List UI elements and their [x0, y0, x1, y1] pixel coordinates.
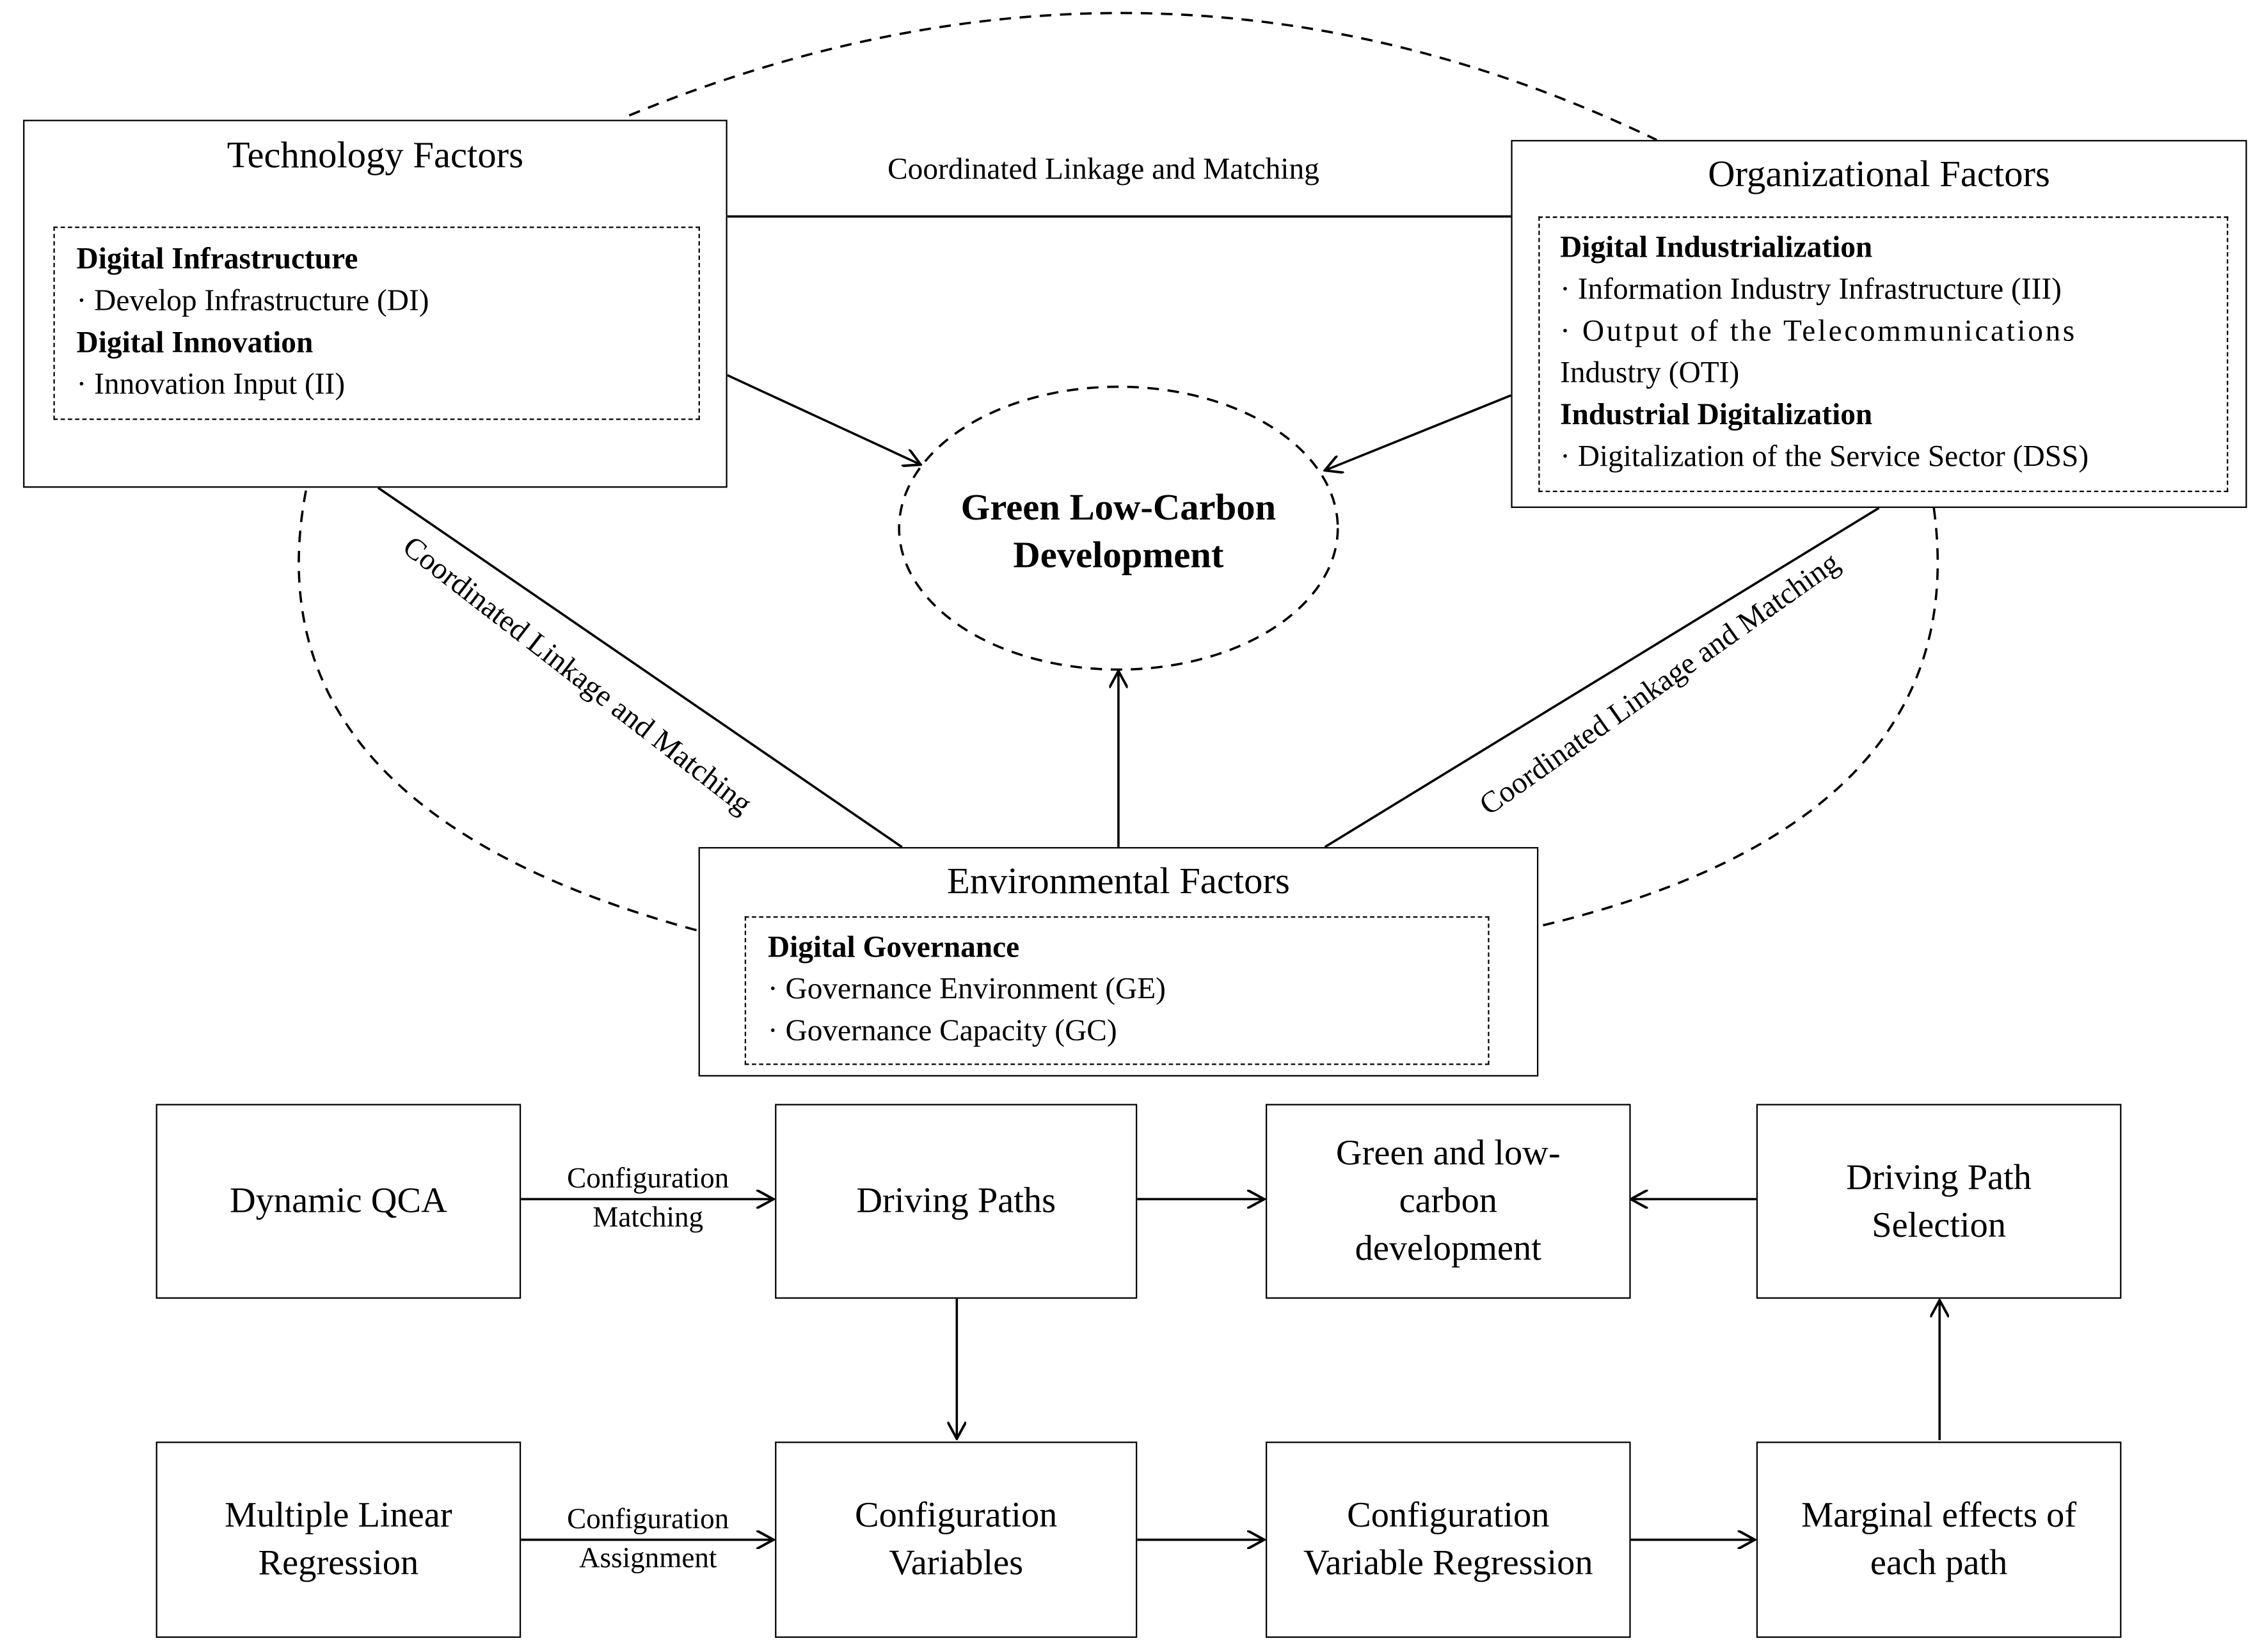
information-industry-infrastructure-item: · Information Industry Infrastructure (I… — [1560, 271, 2062, 306]
telecom-output-item: · Output of the Telecommunications — [1560, 313, 2077, 348]
driving-paths-label: Driving Paths — [856, 1182, 1056, 1221]
technology-factors-title: Technology Factors — [227, 134, 524, 177]
left-link-line — [377, 486, 903, 848]
configuration-assignment-label: Configuration Assignment — [522, 1501, 773, 1579]
environmental-factors-inner: Digital Governance · Governance Environm… — [744, 916, 1490, 1065]
digital-industrialization-title: Digital Industrialization — [1560, 229, 1873, 264]
driving-paths-box: Driving Paths — [775, 1104, 1138, 1299]
governance-capacity-item: · Governance Capacity (GC) — [767, 1013, 1117, 1048]
green-low-carbon-box: Green and low- carbon development — [1265, 1104, 1631, 1299]
innovation-input-item: · Innovation Input (II) — [76, 366, 346, 402]
multiple-linear-regression-line1: Multiple Linear — [225, 1496, 452, 1536]
green-development-ellipse — [898, 385, 1339, 671]
top-link-label: Coordinated Linkage and Matching — [887, 151, 1319, 186]
configuration-matching-line1: Configuration — [567, 1163, 729, 1195]
configuration-variable-regression-line1: Configuration — [1347, 1496, 1550, 1536]
environmental-factors-title: Environmental Factors — [947, 860, 1290, 902]
driving-path-selection-box: Driving Path Selection — [1756, 1104, 2122, 1299]
multiple-linear-regression-line2: Regression — [258, 1544, 419, 1584]
technology-factors-box: Technology Factors Digital Infrastructur… — [23, 120, 728, 488]
green-low-carbon-line1: Green Low-Carbon — [960, 486, 1277, 528]
marginal-effects-line1: Marginal effects of — [1801, 1496, 2077, 1536]
green-low-carbon-line1: Green and low- — [1335, 1134, 1561, 1173]
top-dashed-arc — [628, 12, 1657, 141]
dynamic-qca-box: Dynamic QCA — [155, 1104, 521, 1299]
technology-factors-inner: Digital Infrastructure · Develop Infrast… — [53, 226, 700, 420]
governance-environment-item: · Governance Environment (GE) — [767, 971, 1166, 1006]
configuration-variables-line1: Configuration — [855, 1496, 1058, 1536]
service-sector-digitalization-item: · Digitalization of the Service Sector (… — [1560, 438, 2089, 473]
configuration-variable-regression-box: Configuration Variable Regression — [1265, 1442, 1631, 1638]
driving-path-selection-line2: Selection — [1872, 1205, 2007, 1245]
organizational-factors-inner: Digital Industrialization · Information … — [1538, 216, 2229, 493]
marginal-effects-box: Marginal effects of each path — [1756, 1442, 2122, 1638]
green-low-carbon-label: Green Low-Carbon Development — [899, 476, 1338, 585]
right-link-line — [1324, 507, 1880, 848]
green-low-carbon-line3: development — [1355, 1229, 1541, 1269]
marginal-effects-line2: each path — [1870, 1544, 2008, 1584]
configuration-variable-regression-line2: Variable Regression — [1303, 1544, 1593, 1584]
environmental-factors-box: Environmental Factors Digital Governance… — [698, 846, 1539, 1077]
digital-governance-title: Digital Governance — [767, 929, 1020, 964]
org-to-center-arrow — [1325, 394, 1512, 470]
configuration-assignment-line1: Configuration — [567, 1504, 729, 1536]
organizational-factors-box: Organizational Factors Digital Industria… — [1511, 139, 2247, 508]
driving-path-selection-line1: Driving Path — [1846, 1157, 2032, 1197]
green-low-carbon-line2: carbon — [1399, 1182, 1498, 1221]
multiple-linear-regression-box: Multiple Linear Regression — [155, 1442, 521, 1638]
green-low-carbon-line2: Development — [1013, 534, 1224, 576]
configuration-variables-box: Configuration Variables — [775, 1442, 1138, 1638]
left-dashed-arc — [298, 490, 699, 932]
tech-to-center-arrow — [726, 374, 921, 465]
configuration-matching-line2: Matching — [593, 1202, 704, 1234]
industrial-digitalization-title: Industrial Digitalization — [1560, 397, 1873, 432]
develop-infrastructure-item: · Develop Infrastructure (DI) — [76, 283, 429, 318]
configuration-variables-line2: Variables — [889, 1544, 1024, 1584]
configuration-assignment-line2: Assignment — [578, 1543, 717, 1575]
right-dashed-arc — [1538, 507, 1939, 928]
telecom-output-item-cont: Industry (OTI) — [1560, 354, 1740, 390]
configuration-matching-label: Configuration Matching — [522, 1160, 773, 1238]
organizational-factors-title: Organizational Factors — [1708, 153, 2050, 195]
dynamic-qca-label: Dynamic QCA — [229, 1182, 447, 1221]
digital-infrastructure-title: Digital Infrastructure — [76, 241, 358, 276]
digital-innovation-title: Digital Innovation — [76, 324, 314, 360]
